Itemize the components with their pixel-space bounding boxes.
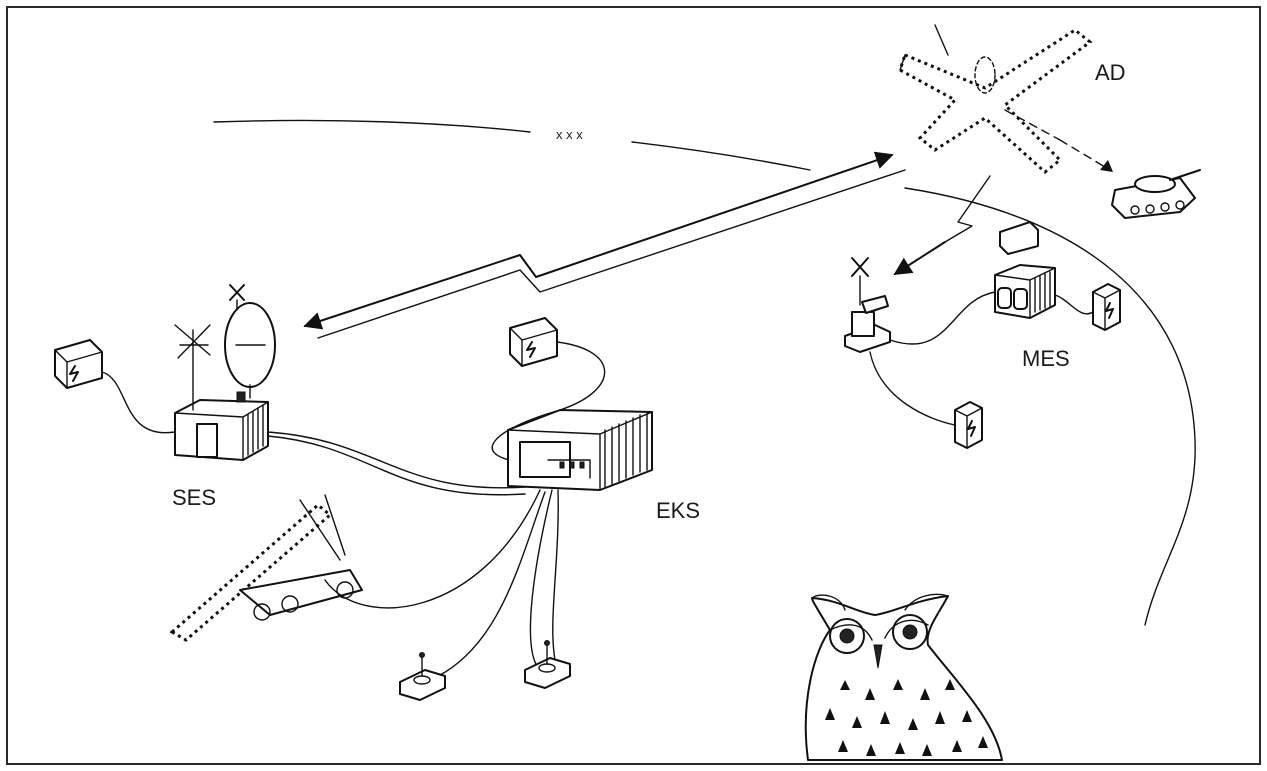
label-ad: AD — [1095, 60, 1126, 85]
container-icon — [994, 221, 1056, 319]
mes-cable-a — [889, 291, 996, 345]
container-icon — [507, 409, 653, 491]
right-arc — [904, 187, 1196, 626]
cable-sensor-3 — [552, 489, 559, 661]
diagram-frame — [6, 6, 1261, 765]
mes-station — [844, 221, 1121, 449]
antenna-icon — [174, 324, 211, 411]
eks-station — [491, 317, 653, 491]
mes-cable-c — [1054, 294, 1094, 315]
cable-sensor-1 — [429, 491, 546, 681]
upper-arc-right — [631, 141, 811, 171]
ses-station — [54, 284, 276, 461]
launcher-icon — [169, 494, 363, 642]
shelter-icon — [844, 295, 891, 353]
ses-power-cable — [101, 371, 176, 434]
label-ses: SES — [172, 485, 216, 510]
datalink-ses-ad — [303, 151, 906, 339]
power-supply-icon — [954, 401, 983, 449]
power-supply-icon — [54, 339, 103, 389]
aircraft-icon — [898, 24, 1113, 174]
cable-sensor-2 — [529, 489, 553, 671]
sensor-icon — [399, 652, 446, 701]
power-supply-icon — [509, 317, 558, 367]
signal-marks: x x x — [556, 127, 583, 142]
upper-arc — [213, 119, 531, 133]
cable-ses-eks-2 — [267, 435, 526, 496]
tank-icon — [1111, 169, 1201, 219]
datalink-ad-mes — [893, 175, 991, 275]
cable-ses-eks — [267, 431, 526, 489]
cable-launcher-eks — [324, 489, 541, 609]
mes-cable-b — [869, 351, 956, 426]
sensor-icon — [524, 640, 571, 689]
shelter-icon — [174, 391, 269, 461]
label-eks: EKS — [656, 498, 700, 523]
satellite-dish-icon — [224, 284, 276, 399]
power-supply-icon — [1092, 283, 1121, 331]
label-mes: MES — [1022, 346, 1070, 371]
antenna-icon — [851, 257, 869, 306]
owl-icon — [804, 593, 1003, 761]
